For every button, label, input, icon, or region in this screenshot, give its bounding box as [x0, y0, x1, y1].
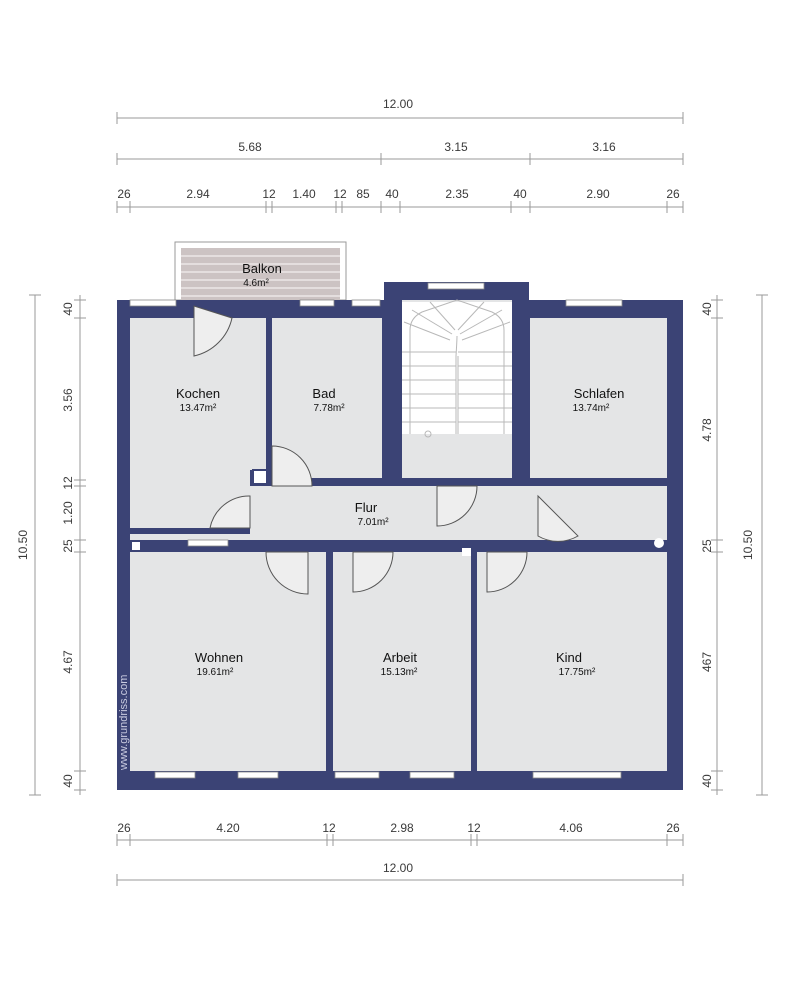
windows: [129, 282, 623, 779]
dim-right-total: 10.50: [741, 530, 755, 560]
door-kochen: [209, 495, 251, 529]
dim-bottom-detail-7: 26: [666, 821, 680, 835]
wohnen-name: Wohnen: [195, 650, 243, 665]
kochen-name: Kochen: [176, 386, 220, 401]
window-kochen: [129, 299, 177, 307]
dim-top-detail-11: 26: [666, 187, 680, 201]
dim-left-detail-6: 4.67: [61, 650, 75, 674]
window-arbeit-1: [334, 771, 380, 779]
dim-top-detail-5: 12: [333, 187, 347, 201]
interior-walls: [130, 300, 668, 771]
dim-left-detail-7: 40: [61, 774, 75, 788]
dim-right-detail-2: 4.78: [700, 418, 714, 442]
staircase: [402, 299, 512, 438]
dim-top-mid-1: 5.68: [238, 140, 262, 154]
window-bad: [299, 299, 335, 307]
wohnen-area: 19.61m²: [197, 667, 234, 678]
flur-area: 7.01m²: [357, 517, 389, 528]
room-labels: Balkon 4.6m² Kochen 13.47m² Bad 7.78m² S…: [176, 261, 624, 678]
dim-top-total: 12.00: [383, 97, 413, 111]
balkon-area: 4.6m²: [243, 278, 269, 289]
small-details: [132, 469, 664, 556]
dimension-labels: 12.00 5.68 3.15 3.16 26 2.94 12 1.40 12 …: [16, 97, 755, 875]
dim-top-detail-9: 40: [513, 187, 527, 201]
dim-bottom-detail-5: 12: [467, 821, 481, 835]
window-stair: [427, 282, 485, 290]
dim-top-detail-4: 1.40: [292, 187, 316, 201]
dim-top-detail-10: 2.90: [586, 187, 610, 201]
watermark: www.grundriss.com: [118, 675, 130, 771]
dim-bottom-detail-1: 26: [117, 821, 131, 835]
kind-area: 17.75m²: [559, 667, 596, 678]
schlafen-name: Schlafen: [574, 386, 625, 401]
stair-tower-wall: [384, 282, 529, 302]
dim-top-detail-7: 40: [385, 187, 399, 201]
bad-area: 7.78m²: [313, 403, 345, 414]
dim-top-detail-6: 85: [356, 187, 370, 201]
door-bad: [271, 445, 313, 487]
dim-bottom-detail-3: 12: [322, 821, 336, 835]
dim-top-detail-3: 12: [262, 187, 276, 201]
window-kind: [532, 771, 622, 779]
flur-name: Flur: [355, 500, 378, 515]
dim-top-detail-8: 2.35: [445, 187, 469, 201]
dim-left-detail-2: 3.56: [61, 388, 75, 412]
dim-top-mid-3: 3.16: [592, 140, 616, 154]
dim-right-detail-1: 40: [700, 302, 714, 316]
dim-bottom-detail-2: 4.20: [216, 821, 240, 835]
dim-top-mid-2: 3.15: [444, 140, 468, 154]
dim-right-detail-4: 467: [700, 652, 714, 672]
door-schlafen: [537, 494, 579, 542]
window-bad-2: [351, 299, 381, 307]
arbeit-name: Arbeit: [383, 650, 417, 665]
dim-top-detail-1: 26: [117, 187, 131, 201]
balcony: [174, 241, 347, 301]
door-stair: [436, 485, 478, 527]
dim-bottom-total: 12.00: [383, 861, 413, 875]
kochen-area: 13.47m²: [180, 403, 217, 414]
dim-left-total: 10.50: [16, 530, 30, 560]
dim-bottom-detail-6: 4.06: [559, 821, 583, 835]
balkon-name: Balkon: [242, 261, 282, 276]
door-wohnen: [265, 551, 309, 595]
kind-name: Kind: [556, 650, 582, 665]
window-schlafen: [565, 299, 623, 307]
dim-left-detail-3: 12: [61, 476, 75, 490]
dim-left-detail-5: 25: [61, 539, 75, 553]
schlafen-area: 13.74m²: [573, 403, 610, 414]
floor-kind: [477, 552, 667, 771]
dim-left-detail-1: 40: [61, 302, 75, 316]
bad-name: Bad: [312, 386, 335, 401]
door-arbeit: [352, 551, 394, 593]
arbeit-area: 15.13m²: [381, 667, 418, 678]
window-wohnen-1: [154, 771, 196, 779]
doors: [193, 305, 579, 595]
window-wohnen-2: [237, 771, 279, 779]
dim-bottom-detail-4: 2.98: [390, 821, 414, 835]
dim-right-detail-5: 40: [700, 774, 714, 788]
door-kind: [486, 551, 528, 593]
dim-left-detail-4: 1.20: [61, 501, 75, 525]
door-kochen-balkon: [193, 305, 233, 357]
window-balkon-door: [187, 539, 229, 547]
window-arbeit-2: [409, 771, 455, 779]
dimension-lines: [29, 112, 768, 886]
dim-right-detail-3: 25: [700, 539, 714, 553]
dim-top-detail-2: 2.94: [186, 187, 210, 201]
